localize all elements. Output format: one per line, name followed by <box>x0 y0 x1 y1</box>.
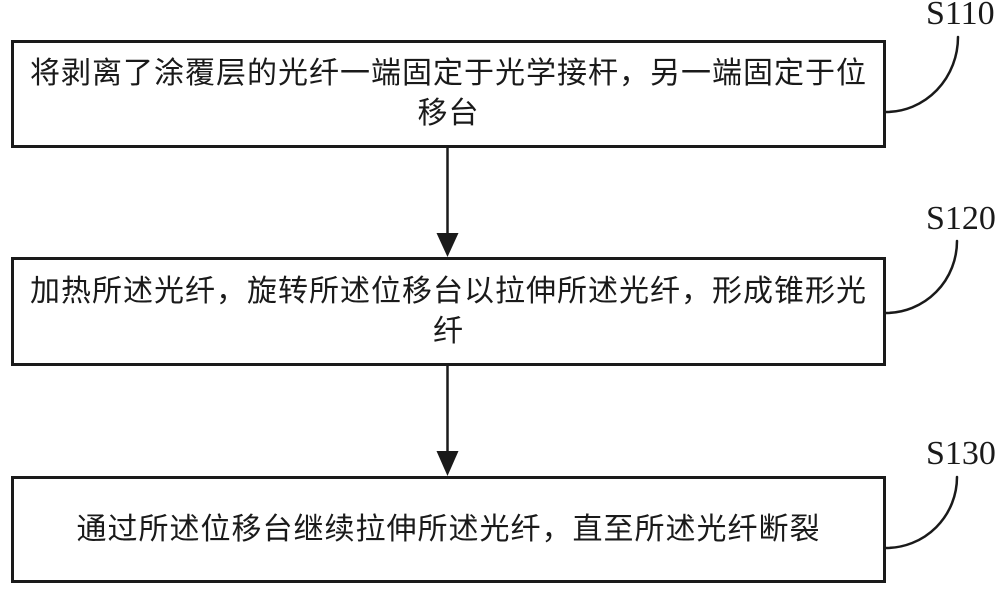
step-label-s130: S130 <box>926 435 996 472</box>
reference-curve-s130 <box>884 475 959 550</box>
step-box-s110: 将剥离了涂覆层的光纤一端固定于光学接杆，另一端固定于位 移台 <box>11 40 886 148</box>
flow-arrow-1-head-icon <box>436 233 459 257</box>
step-label-s110: S110 <box>926 0 995 32</box>
reference-curve-s110 <box>884 35 960 114</box>
step-text-s110: 将剥离了涂覆层的光纤一端固定于光学接杆，另一端固定于位 移台 <box>30 57 867 130</box>
step-text-s120: 加热所述光纤，旋转所述位移台以拉伸所述光纤，形成锥形光 纤 <box>30 274 867 348</box>
step-label-s120: S120 <box>926 200 996 237</box>
reference-curve-s120 <box>884 239 959 315</box>
step-box-s120: 加热所述光纤，旋转所述位移台以拉伸所述光纤，形成锥形光 纤 <box>11 257 886 366</box>
step-text-s130: 通过所述位移台继续拉伸所述光纤，直至所述光纤断裂 <box>76 512 821 546</box>
step-box-s130: 通过所述位移台继续拉伸所述光纤，直至所述光纤断裂 <box>11 476 886 583</box>
flow-arrow-2-head-icon <box>436 451 459 476</box>
